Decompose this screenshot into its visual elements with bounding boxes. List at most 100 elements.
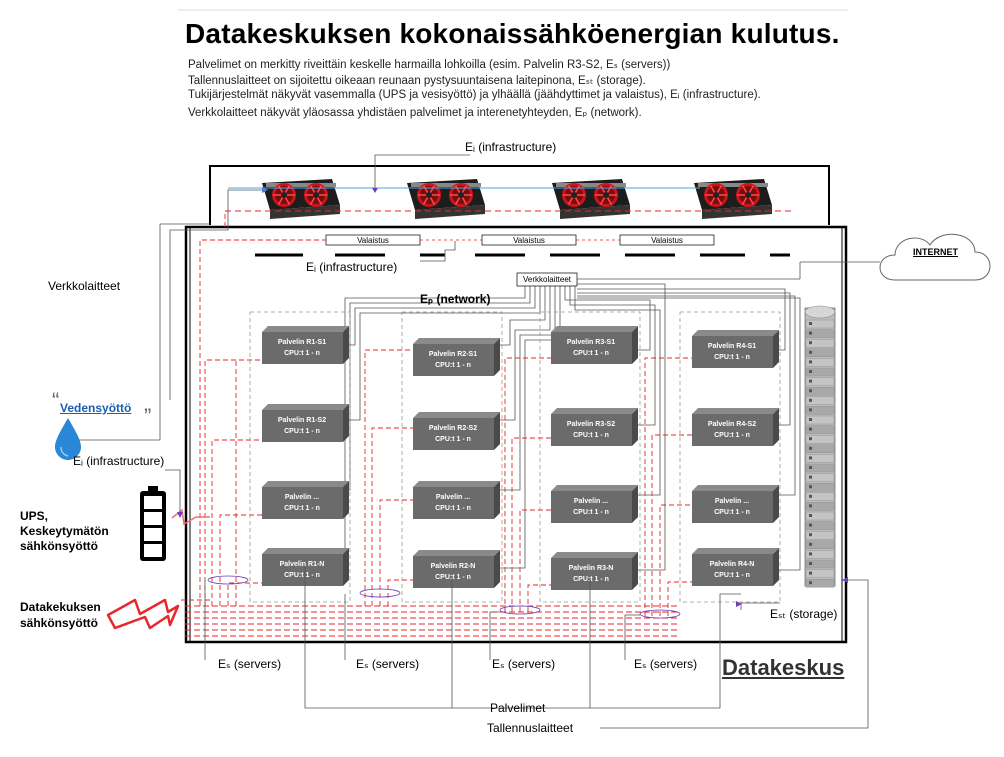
server-block: Palvelin ... CPU:t 1 - n bbox=[692, 485, 779, 523]
ep-network-label: Eₚ (network) bbox=[420, 292, 491, 306]
verkkolaitteet-label: Verkkolaitteet bbox=[48, 279, 121, 293]
server-name: Palvelin R1-N bbox=[280, 561, 325, 568]
valaistus-box-3: Valaistus bbox=[619, 234, 715, 246]
es-servers-label-3: Eₛ (servers) bbox=[492, 657, 556, 671]
ei-infrastructure-left-label: Eᵢ (infrastructure) bbox=[73, 454, 165, 468]
server-name: Palvelin R2-S2 bbox=[429, 425, 477, 432]
server-cpu: CPU:t 1 - n bbox=[284, 350, 320, 357]
server-cpu: CPU:t 1 - n bbox=[573, 350, 609, 357]
server-name: Palvelin R3-N bbox=[569, 565, 614, 572]
valaistus-label: Valaistus bbox=[357, 236, 389, 245]
internet-label: INTERNET bbox=[913, 247, 958, 257]
valaistus-box-1: Valaistus bbox=[325, 234, 421, 246]
server-block: Palvelin R1-N CPU:t 1 - n bbox=[262, 548, 349, 586]
tallennuslaitteet-label: Tallennuslaitteet bbox=[487, 721, 574, 735]
ei-infrastructure-mid-label: Eᵢ (infrastructure) bbox=[306, 260, 398, 274]
server-name: Palvelin ... bbox=[285, 494, 319, 501]
datakeskus-title: Datakeskus bbox=[722, 655, 845, 680]
server-cpu: CPU:t 1 - n bbox=[435, 505, 471, 512]
server-name: Palvelin ... bbox=[574, 498, 608, 505]
server-name: Palvelin ... bbox=[715, 498, 749, 505]
rack-outline bbox=[679, 311, 781, 603]
battery-icon bbox=[140, 486, 166, 561]
server-name: Palvelin R2-S1 bbox=[429, 351, 477, 358]
server-cpu: CPU:t 1 - n bbox=[714, 354, 750, 361]
est-storage-label: Eₛₜ (storage) bbox=[770, 607, 838, 621]
server-cpu: CPU:t 1 - n bbox=[435, 574, 471, 581]
server-cpu: CPU:t 1 - n bbox=[284, 505, 320, 512]
es-servers-label-1: Eₛ (servers) bbox=[218, 657, 282, 671]
rack-outline bbox=[539, 311, 641, 603]
server-cpu: CPU:t 1 - n bbox=[573, 432, 609, 439]
server-block: Palvelin ... CPU:t 1 - n bbox=[262, 481, 349, 519]
server-name: Palvelin R3-S1 bbox=[567, 339, 615, 346]
es-servers-label-2: Eₛ (servers) bbox=[356, 657, 420, 671]
server-cpu: CPU:t 1 - n bbox=[573, 576, 609, 583]
server-name: Palvelin R2-N bbox=[431, 563, 476, 570]
vedensyotto-link[interactable]: Vedensyöttö bbox=[60, 401, 132, 415]
ups-label: UPS, bbox=[20, 509, 49, 523]
lightning-icon bbox=[106, 598, 180, 630]
server-name: Palvelin ... bbox=[436, 494, 470, 501]
ups-sahkonsyotto-label: sähkönsyöttö bbox=[20, 539, 99, 553]
description-line-1: Palvelimet on merkitty riveittäin keskel… bbox=[188, 59, 671, 71]
cloud-icon bbox=[879, 233, 991, 281]
server-block: Palvelin ... CPU:t 1 - n bbox=[551, 485, 638, 523]
palvelimet-label: Palvelimet bbox=[490, 701, 546, 715]
rack-outline bbox=[249, 311, 351, 603]
server-cpu: CPU:t 1 - n bbox=[714, 432, 750, 439]
cooling-room bbox=[209, 165, 830, 225]
server-cpu: CPU:t 1 - n bbox=[284, 572, 320, 579]
network-switch: Verkkolaitteet bbox=[516, 272, 578, 287]
server-cpu: CPU:t 1 - n bbox=[284, 428, 320, 435]
server-name: Palvelin R4-N bbox=[710, 561, 755, 568]
server-block: Palvelin R3-N CPU:t 1 - n bbox=[551, 552, 638, 590]
server-name: Palvelin R1-S1 bbox=[278, 339, 326, 346]
quote-open: “ bbox=[52, 388, 60, 413]
server-name: Palvelin R4-S2 bbox=[708, 421, 756, 428]
quote-close: ” bbox=[144, 404, 152, 429]
es-servers-label-4: Eₛ (servers) bbox=[634, 657, 698, 671]
server-name: Palvelin R1-S2 bbox=[278, 417, 326, 424]
server-cpu: CPU:t 1 - n bbox=[714, 572, 750, 579]
datacenter-box bbox=[184, 225, 848, 644]
server-cpu: CPU:t 1 - n bbox=[714, 509, 750, 516]
server-block: Palvelin ... CPU:t 1 - n bbox=[413, 481, 500, 519]
server-name: Palvelin R4-S1 bbox=[708, 343, 756, 350]
datakeskus-power-label-1: Datakekuksen bbox=[20, 600, 101, 614]
description-line-3: Tukijärjestelmät näkyvät vasemmalla (UPS… bbox=[188, 89, 761, 101]
cooling-fan-icon bbox=[552, 179, 630, 219]
rack-outline bbox=[401, 311, 503, 603]
ei-infrastructure-top-label: Eᵢ (infrastructure) bbox=[465, 140, 557, 154]
water-drop-icon bbox=[55, 418, 81, 460]
server-cpu: CPU:t 1 - n bbox=[435, 436, 471, 443]
keskeytymaton-label: Keskeytymätön bbox=[20, 524, 109, 538]
valaistus-label: Valaistus bbox=[651, 236, 683, 245]
storage-stack-icon bbox=[804, 305, 836, 588]
description-line-4: Verkkolaitteet näkyvät yläosassa yhdistä… bbox=[188, 107, 642, 119]
datakeskus-power-label-2: sähkönsyöttö bbox=[20, 616, 99, 630]
server-cpu: CPU:t 1 - n bbox=[435, 362, 471, 369]
server-block: Palvelin R4-N CPU:t 1 - n bbox=[692, 548, 779, 586]
page-title: Datakeskuksen kokonaissähköenergian kulu… bbox=[185, 18, 840, 49]
cooling-fan-icon bbox=[262, 179, 340, 219]
server-name: Palvelin R3-S2 bbox=[567, 421, 615, 428]
network-switch-label: Verkkolaitteet bbox=[523, 275, 572, 284]
description-line-2: Tallennuslaitteet on sijoitettu oikeaan … bbox=[188, 75, 646, 87]
valaistus-box-2: Valaistus bbox=[481, 234, 577, 246]
server-block: Palvelin R2-N CPU:t 1 - n bbox=[413, 550, 500, 588]
server-cpu: CPU:t 1 - n bbox=[573, 509, 609, 516]
valaistus-label: Valaistus bbox=[513, 236, 545, 245]
cooling-fan-icon bbox=[694, 179, 772, 219]
cooling-fan-icon bbox=[407, 179, 485, 219]
